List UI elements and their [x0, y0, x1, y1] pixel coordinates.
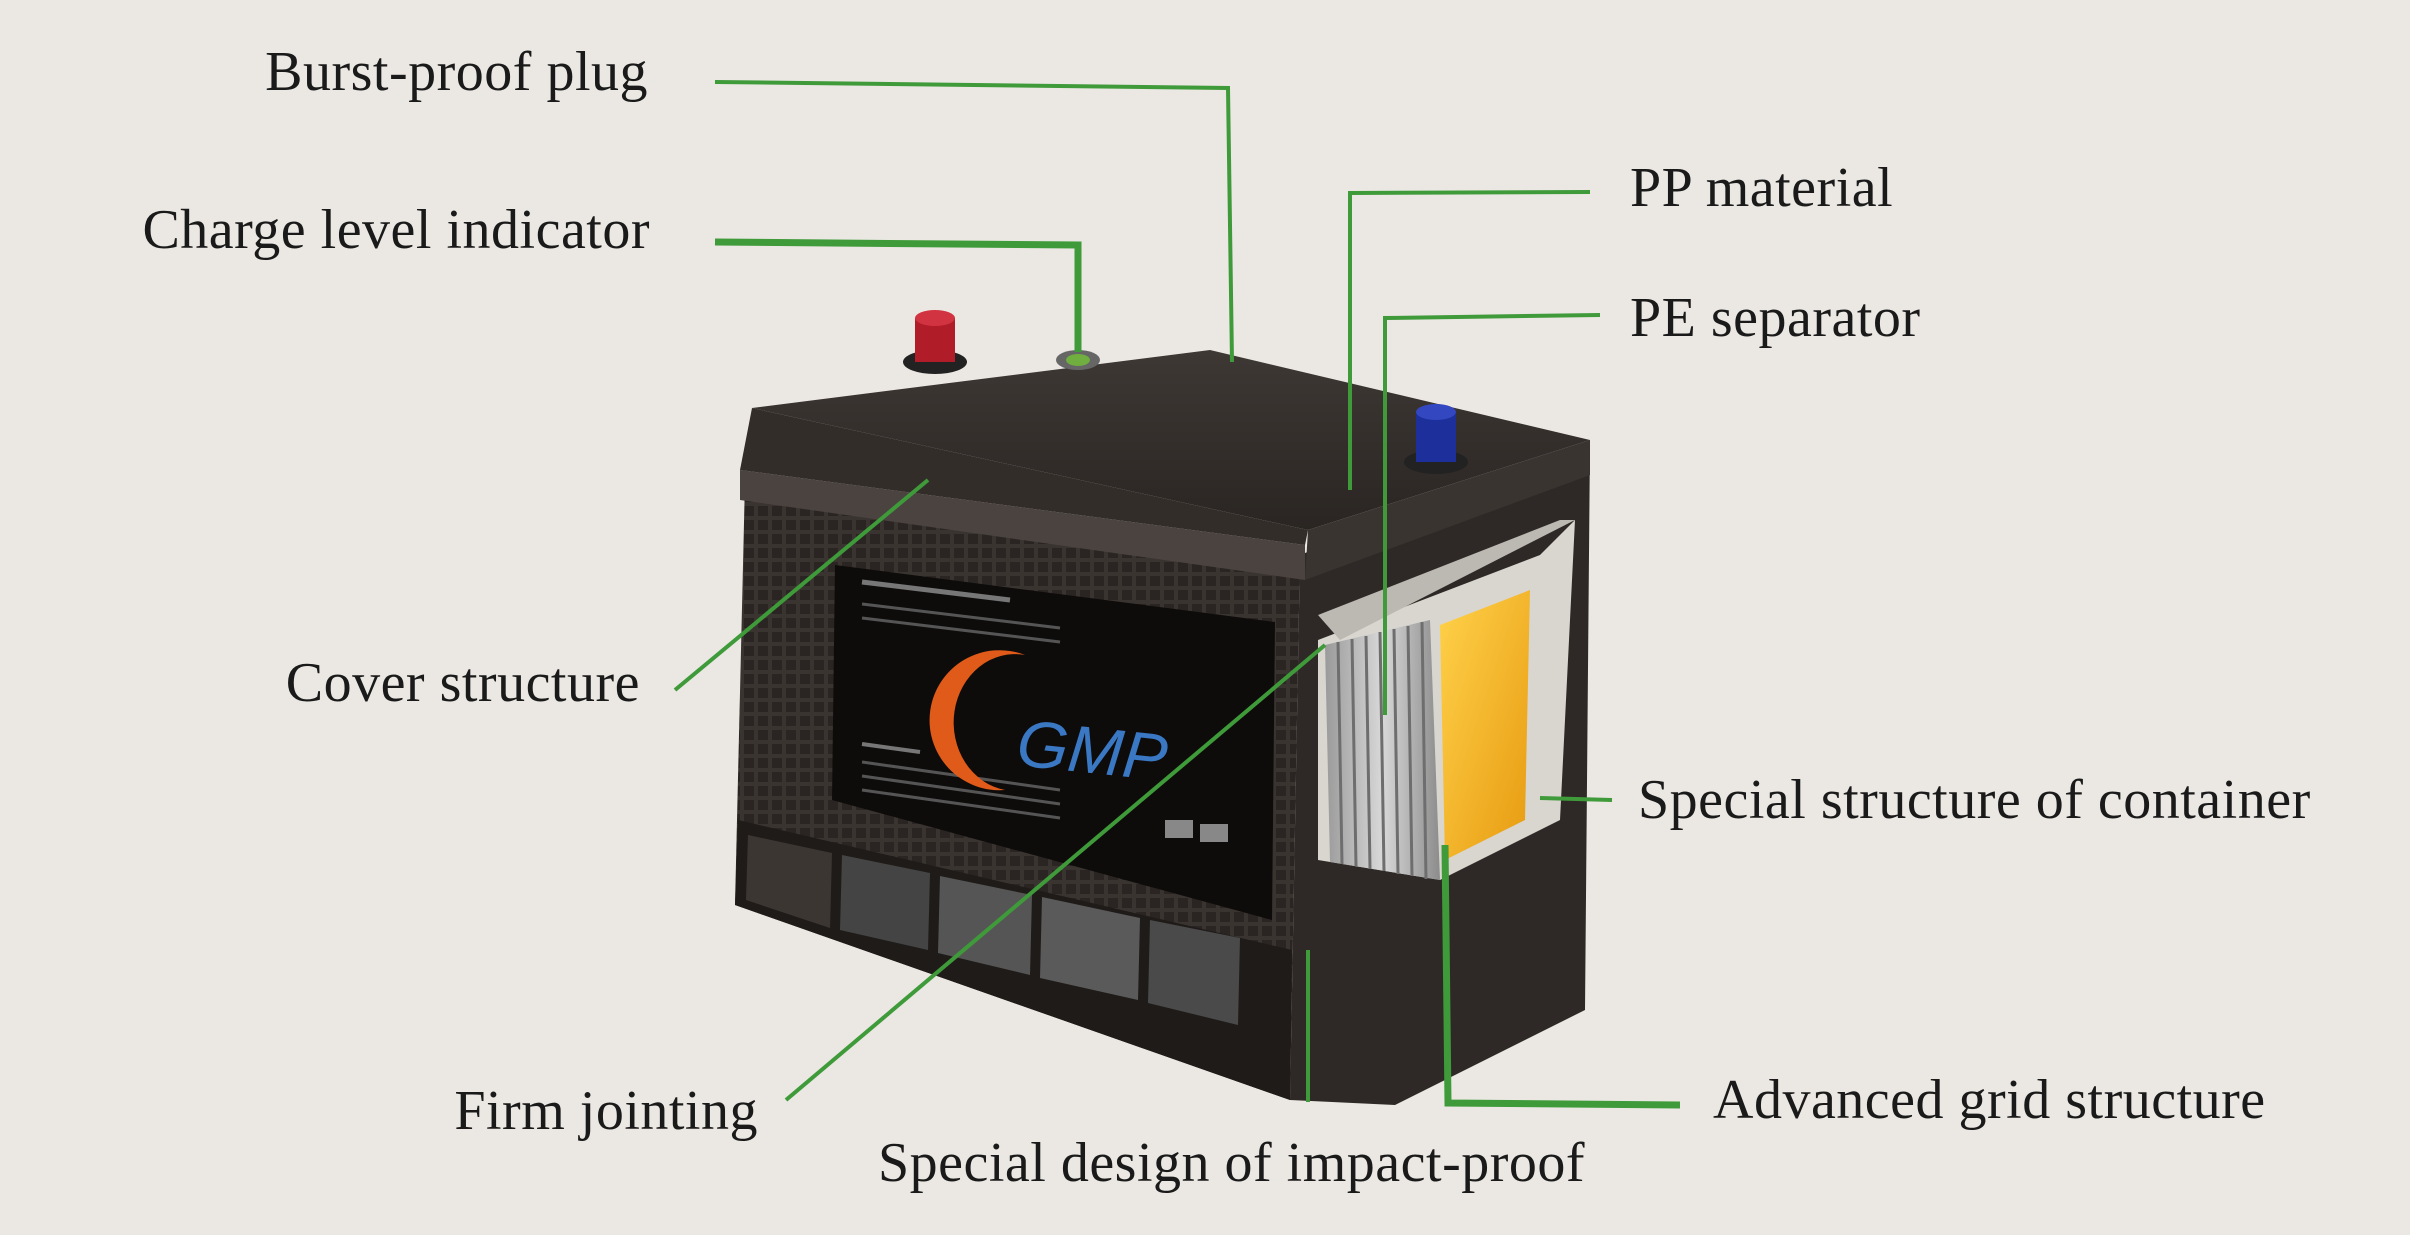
yellow-separator — [1440, 590, 1530, 860]
battery-lid-top — [752, 350, 1590, 530]
leader-advanced-grid — [1441, 844, 1681, 1109]
negative-terminal — [1404, 404, 1468, 474]
cert-marks — [1165, 820, 1228, 842]
battery-lid-edge — [740, 408, 1308, 545]
battery-sticker — [832, 565, 1275, 920]
leader-burst-proof-plug — [714, 80, 1234, 363]
leader-firm-jointing — [784, 643, 1327, 1102]
label-cover-structure: Cover structure — [285, 652, 640, 714]
plate-stripes — [1336, 621, 1428, 880]
label-firm-jointing: Firm jointing — [454, 1080, 758, 1142]
label-charge-level-indicator: Charge level indicator — [142, 199, 650, 261]
battery-lid-rim — [740, 470, 1305, 580]
leader-lines — [673, 80, 1681, 1109]
leader-cover-structure — [673, 478, 930, 692]
cutaway-top-rim — [1318, 520, 1575, 640]
base-segments — [746, 835, 1240, 1025]
charge-indicator-eye — [1056, 350, 1100, 370]
leader-charge-level — [714, 238, 1082, 352]
sticker-text-lines — [861, 579, 1061, 820]
leader-special-container — [1539, 796, 1613, 802]
label-pe-separator: PE separator — [1630, 287, 1921, 349]
gmp-logo-text: GMP — [1014, 705, 1171, 794]
leader-pe-separator — [1383, 313, 1601, 715]
positive-terminal — [903, 310, 967, 374]
leader-pp-material — [1348, 190, 1591, 490]
cutaway-section — [1318, 520, 1575, 880]
label-pp-material: PP material — [1630, 157, 1894, 219]
label-burst-proof-plug: Burst-proof plug — [265, 41, 648, 103]
gmp-logo-crescent — [929, 650, 1025, 791]
label-special-structure-container: Special structure of container — [1638, 769, 2311, 831]
label-special-design-impact-proof: Special design of impact-proof — [878, 1132, 1586, 1194]
battery-lid-side — [1305, 440, 1590, 580]
label-advanced-grid-structure: Advanced grid structure — [1713, 1069, 2266, 1131]
